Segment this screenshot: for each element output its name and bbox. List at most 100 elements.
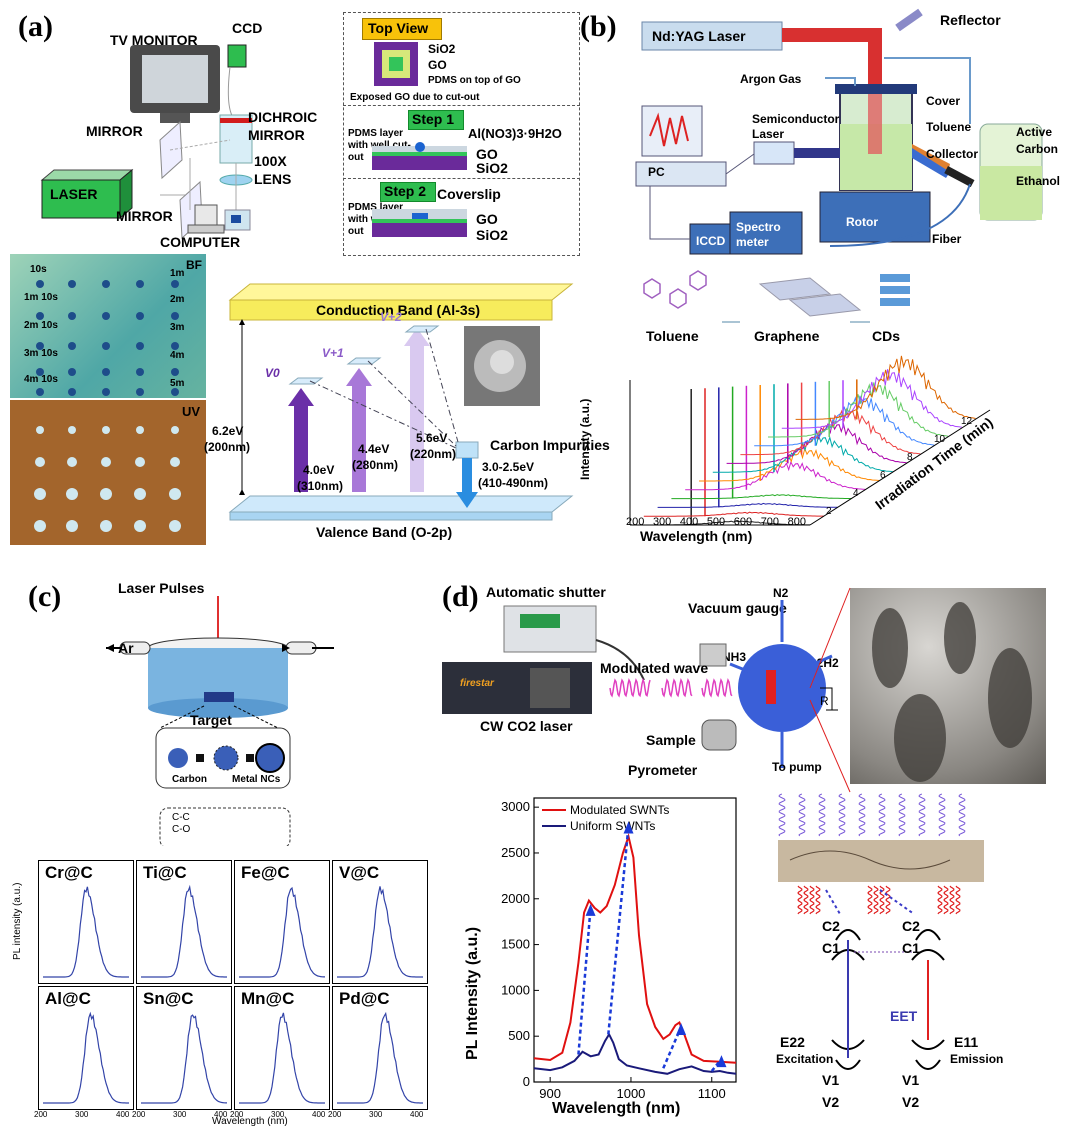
pl-grid-xtick: 300 xyxy=(271,1110,285,1119)
y-tick-label: 0 xyxy=(523,1074,530,1089)
step2-badge xyxy=(380,182,436,202)
emitted-photon xyxy=(815,885,821,915)
pl-subplot: Al@C xyxy=(38,986,134,1110)
panel-a-label: (a) xyxy=(18,10,53,43)
top-go-label: GO xyxy=(428,58,447,72)
waterfall-spectrum xyxy=(781,369,962,429)
fiber-label: Fiber xyxy=(932,232,962,246)
target-label: Target xyxy=(190,712,232,728)
incident-photon xyxy=(858,793,866,837)
pl-grid-xtick: 400 xyxy=(116,1110,130,1119)
pl-grid-xtick: 200 xyxy=(230,1110,244,1119)
incident-photon xyxy=(838,793,846,837)
waterfall-xticks: 200 300 400 500 600 700 800 xyxy=(626,516,806,528)
cw-laser-label: CW CO2 laser xyxy=(480,718,573,734)
mirror-label-1: MIRROR xyxy=(86,123,143,139)
excitation-label: Excitation xyxy=(776,1052,834,1066)
bf-time-7: 2m xyxy=(170,294,185,305)
pl-spectrum-line xyxy=(43,886,129,978)
carbon-impurities-label: Carbon Impurities xyxy=(490,437,610,453)
shutter-label: Automatic shutter xyxy=(486,584,606,600)
pl-subplot-title: Fe@C xyxy=(241,863,290,882)
laser-brand-label: firestar xyxy=(460,678,494,689)
gap-energy-label: 6.2eV xyxy=(212,424,244,438)
pl-subplot-curve xyxy=(239,886,325,978)
n2-label: N2 xyxy=(773,586,789,600)
pl-subplot-title: Mn@C xyxy=(241,989,295,1008)
incident-photon xyxy=(958,793,966,837)
pl-grid-xtick: 400 xyxy=(214,1110,228,1119)
uv-label: UV xyxy=(182,404,201,419)
top-pdms-label: PDMS on top of GO xyxy=(428,75,521,86)
nd-yag-label: Nd:YAG Laser xyxy=(652,28,746,44)
ethanol-label: Ethanol xyxy=(1016,174,1060,188)
emission-label: Emission xyxy=(950,1052,1004,1066)
liquid-ablation-schematic xyxy=(106,596,334,846)
computer-label: COMPUTER xyxy=(160,234,241,250)
eet-band-diagram xyxy=(778,793,984,1070)
top-view-label: Top View xyxy=(368,20,429,36)
laser-wave-segment xyxy=(661,677,693,698)
emitted-photon xyxy=(955,885,961,915)
z-tick-12: 12 xyxy=(961,416,973,427)
waterfall-spectrum xyxy=(657,502,838,508)
top-sio2-label: SiO2 xyxy=(428,42,456,56)
cover-label: Cover xyxy=(926,94,961,108)
y-tick-label: 1000 xyxy=(501,982,530,997)
semiconductor-label: Semiconductor Laser xyxy=(752,112,840,141)
pl-subplot-title: Cr@C xyxy=(45,863,93,882)
optical-setup-diagram xyxy=(40,44,253,240)
e4-label: 3.0-2.5eV xyxy=(482,460,535,474)
e22-label: E22 xyxy=(780,1034,805,1050)
pl-subplot: Ti@C xyxy=(136,860,232,984)
step2-go-label: GO xyxy=(476,211,498,227)
pl-subplot-title: Al@C xyxy=(45,989,91,1008)
y-tick-label: 3000 xyxy=(501,799,530,814)
pl-subplot: Cr@C xyxy=(38,860,134,984)
x-tick: 400 xyxy=(679,516,699,528)
chart-ylabel: PL Intensity (a.u.) xyxy=(464,926,481,1060)
transition-arrow xyxy=(607,825,630,1035)
x-tick-label: 900 xyxy=(539,1086,561,1101)
transition-arrowhead xyxy=(676,1023,687,1036)
graphene-label: Graphene xyxy=(754,328,820,344)
iccd-label: ICCD xyxy=(696,234,726,248)
chart-xlabel: Wavelength (nm) xyxy=(552,1100,681,1117)
legend-label: Modulated SWNTs xyxy=(570,803,669,817)
mirror-label-2: MIRROR xyxy=(116,208,173,224)
step2-label: Step 2 xyxy=(384,183,427,199)
x-tick: 500 xyxy=(706,516,726,528)
emitted-photon xyxy=(797,885,803,915)
pl-grid-ylabel: PL intensity (a.u.) xyxy=(12,882,23,960)
spectrometer-label: Spectro meter xyxy=(736,220,781,249)
ar-label: Ar xyxy=(118,640,134,656)
tv-monitor-label: TV MONITOR xyxy=(110,32,198,48)
y-tick-label: 1500 xyxy=(501,937,530,952)
z-tick-4: 4 xyxy=(853,488,859,499)
conduction-band-label: Conduction Band (Al-3s) xyxy=(316,302,481,318)
bf-time-1: 10s xyxy=(30,264,47,275)
pl-spectrum-line xyxy=(337,1011,423,1104)
waterfall-plot xyxy=(629,355,991,526)
v1-right-label: V1 xyxy=(902,1072,920,1088)
y-tick-label: 500 xyxy=(508,1028,530,1043)
x-tick-label: 1000 xyxy=(616,1086,645,1101)
pl-grid-xtick: 300 xyxy=(75,1110,89,1119)
vacuum-gauge-label: Vacuum gauge xyxy=(688,600,787,616)
rotor-label: Rotor xyxy=(846,215,878,229)
pl-subplot-curve xyxy=(141,884,227,978)
waterfall-spectrum xyxy=(685,460,866,491)
emitted-photon xyxy=(943,885,949,915)
c2-left-label: C2 xyxy=(822,918,840,934)
collector-label: Collector xyxy=(926,147,979,161)
panel-a: (a) TV MONITOR CCD DICHROIC MIRROR MI xyxy=(0,0,610,548)
x-tick: 200 xyxy=(626,516,645,528)
pl-subplot: V@C xyxy=(332,860,428,984)
toluene-setup-label: Toluene xyxy=(926,120,972,134)
waterfall-spectrum xyxy=(768,382,949,438)
toluene-label: Toluene xyxy=(646,328,699,344)
pl-subplot-title: Pd@C xyxy=(339,989,390,1008)
pl-spectrum-line xyxy=(141,884,227,978)
pl-spectrum-line xyxy=(43,1011,129,1104)
step1-chem-label: Al(NO3)3·9H2O xyxy=(468,126,562,141)
